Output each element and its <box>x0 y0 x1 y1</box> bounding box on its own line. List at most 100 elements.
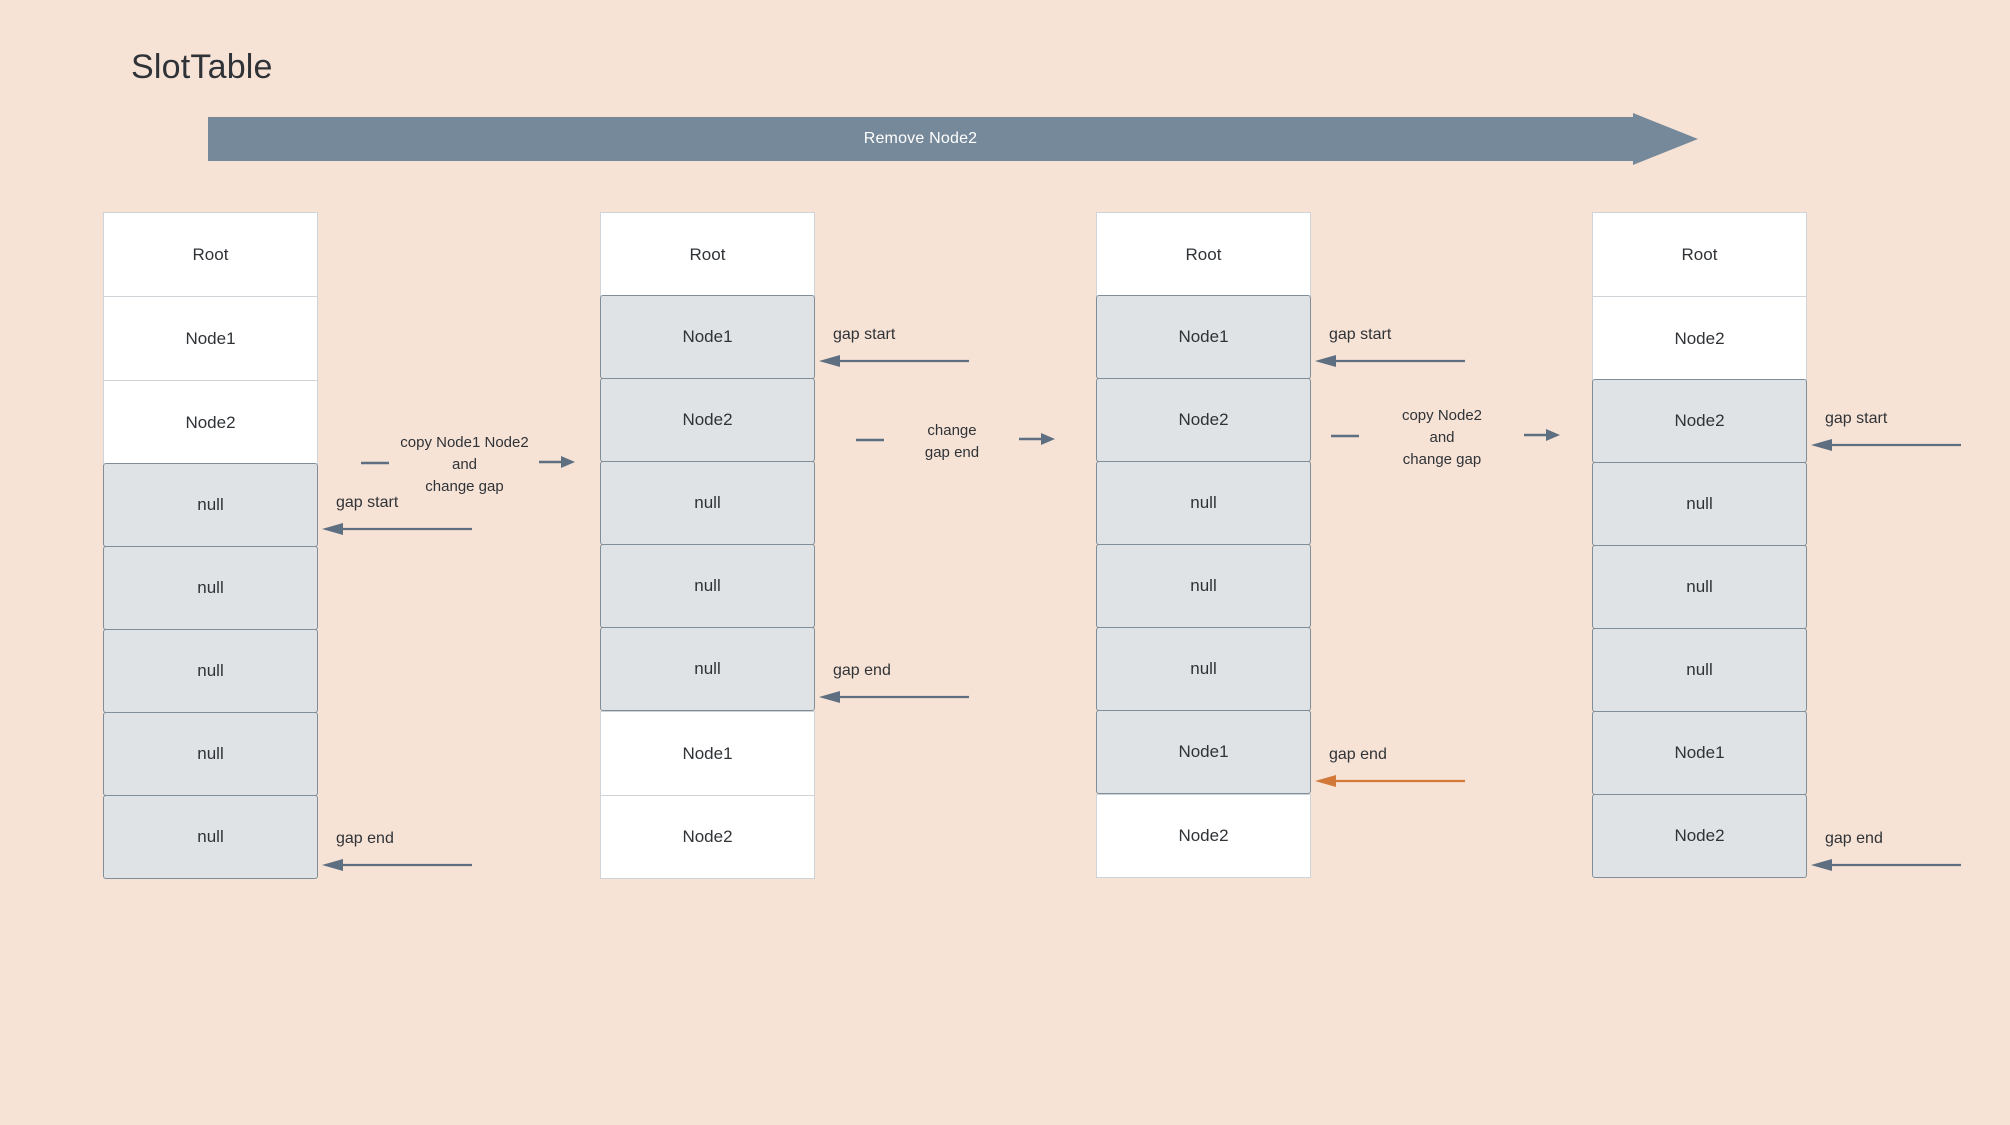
gap-pointer-arrow <box>819 352 969 370</box>
gap-end-label: gap end <box>1329 746 1387 763</box>
slot-cell-label: Root <box>689 244 726 264</box>
slot-cell[interactable]: Root <box>1592 212 1807 296</box>
dash-icon <box>855 433 885 451</box>
slot-cell-label: null <box>197 827 224 846</box>
slot-cell-label: Node1 <box>682 743 733 763</box>
step-label-line: change <box>927 422 977 439</box>
right-arrow-icon <box>1019 432 1055 451</box>
slot-cell[interactable]: Root <box>103 212 318 296</box>
gap-start-label: gap start <box>833 326 896 343</box>
left-arrow-icon <box>1315 355 1465 367</box>
slot-cell-label: Node1 <box>1178 327 1229 346</box>
slot-cell-label: null <box>1190 659 1217 678</box>
slot-cell[interactable]: null <box>103 795 318 879</box>
gap-pointer-arrow <box>819 688 969 706</box>
gap-start-label: gap start <box>1329 326 1392 343</box>
slot-cell[interactable]: Node2 <box>1096 378 1311 462</box>
gap-start-marker: gap start <box>1811 410 1961 470</box>
slot-cell-label: Node1 <box>1674 743 1725 762</box>
slot-cell[interactable]: Node2 <box>600 795 815 879</box>
page-title: SlotTable <box>131 48 273 86</box>
step-label-line: copy Node1 Node2 <box>400 434 529 451</box>
slot-cell-label: Node2 <box>682 827 733 846</box>
gap-pointer-arrow <box>322 520 472 538</box>
slot-cell[interactable]: Node1 <box>1096 710 1311 794</box>
slot-cell[interactable]: Root <box>1096 212 1311 296</box>
slot-cell[interactable]: Node1 <box>1096 295 1311 379</box>
slot-cell-label: null <box>1190 493 1217 512</box>
slot-cell[interactable]: null <box>600 544 815 628</box>
left-arrow-icon <box>322 859 472 871</box>
gap-end-marker: gap end <box>322 830 472 890</box>
slot-cell[interactable]: Node1 <box>1592 711 1807 795</box>
slot-cell-label: Node1 <box>682 327 733 346</box>
slot-cell[interactable]: null <box>103 712 318 796</box>
slot-cell[interactable]: Node2 <box>103 380 318 464</box>
gap-pointer-arrow <box>322 856 472 874</box>
slot-cell-label: null <box>694 576 721 595</box>
slot-cell[interactable]: null <box>600 461 815 545</box>
gap-start-marker: gap start <box>322 494 472 554</box>
slot-cell[interactable]: null <box>1096 461 1311 545</box>
slot-cell-label: null <box>1190 576 1217 595</box>
slot-cell[interactable]: Node2 <box>1592 794 1807 878</box>
slot-cell-label: Root <box>192 244 229 264</box>
gap-end-marker: gap end <box>1811 830 1961 890</box>
slot-cell-label: null <box>1686 577 1713 596</box>
gap-end-label: gap end <box>336 830 394 847</box>
gap-end-marker: gap end <box>819 662 969 722</box>
gap-pointer-arrow <box>1811 436 1961 454</box>
dash-icon <box>360 456 390 474</box>
slot-cell[interactable]: Node2 <box>600 378 815 462</box>
slot-cell[interactable]: Node1 <box>600 711 815 795</box>
slot-cell-label: null <box>197 495 224 514</box>
left-arrow-icon <box>819 691 969 703</box>
step-label-line: change gap <box>1402 450 1482 468</box>
slot-cell-label: null <box>197 578 224 597</box>
slot-cell[interactable]: Node2 <box>1592 379 1807 463</box>
slot-cell[interactable]: null <box>1096 544 1311 628</box>
gap-end-label: gap end <box>833 662 891 679</box>
slot-cell-label: Node1 <box>1178 742 1229 761</box>
slot-cell[interactable]: null <box>600 627 815 711</box>
gap-start-marker: gap start <box>1315 326 1465 386</box>
slot-cell-label: Root <box>1185 244 1222 264</box>
slot-cell[interactable]: Node1 <box>103 296 318 380</box>
gap-pointer-arrow <box>1811 856 1961 874</box>
slot-cell[interactable]: null <box>1592 462 1807 546</box>
slot-cell[interactable]: null <box>103 463 318 547</box>
gap-pointer-arrow <box>1315 352 1465 370</box>
gap-end-label: gap end <box>1825 830 1883 847</box>
slot-cell-label: Node2 <box>1674 826 1725 845</box>
left-arrow-icon <box>1315 775 1465 787</box>
slot-cell[interactable]: null <box>1592 628 1807 712</box>
gap-pointer-arrow <box>1315 772 1465 790</box>
slot-cell-label: null <box>694 493 721 512</box>
gap-end-marker: gap end <box>1315 746 1465 806</box>
slot-cell-label: null <box>1686 494 1713 513</box>
slot-cell-label: null <box>197 661 224 680</box>
left-arrow-icon <box>322 523 472 535</box>
gap-start-marker: gap start <box>819 326 969 386</box>
slot-cell[interactable]: Node2 <box>1592 296 1807 380</box>
slot-cell[interactable]: null <box>103 546 318 630</box>
slot-cell-label: Node1 <box>185 328 236 348</box>
left-arrow-icon <box>1811 439 1961 451</box>
slot-cell-label: null <box>694 659 721 678</box>
slot-cell[interactable]: Node1 <box>600 295 815 379</box>
slot-cell[interactable]: null <box>103 629 318 713</box>
step-label-line: and <box>451 455 478 473</box>
slot-cell[interactable]: null <box>1096 627 1311 711</box>
right-arrow-icon <box>1524 428 1560 447</box>
slot-cell[interactable]: null <box>1592 545 1807 629</box>
slot-cell[interactable]: Root <box>600 212 815 296</box>
slot-cell[interactable]: Node2 <box>1096 794 1311 878</box>
